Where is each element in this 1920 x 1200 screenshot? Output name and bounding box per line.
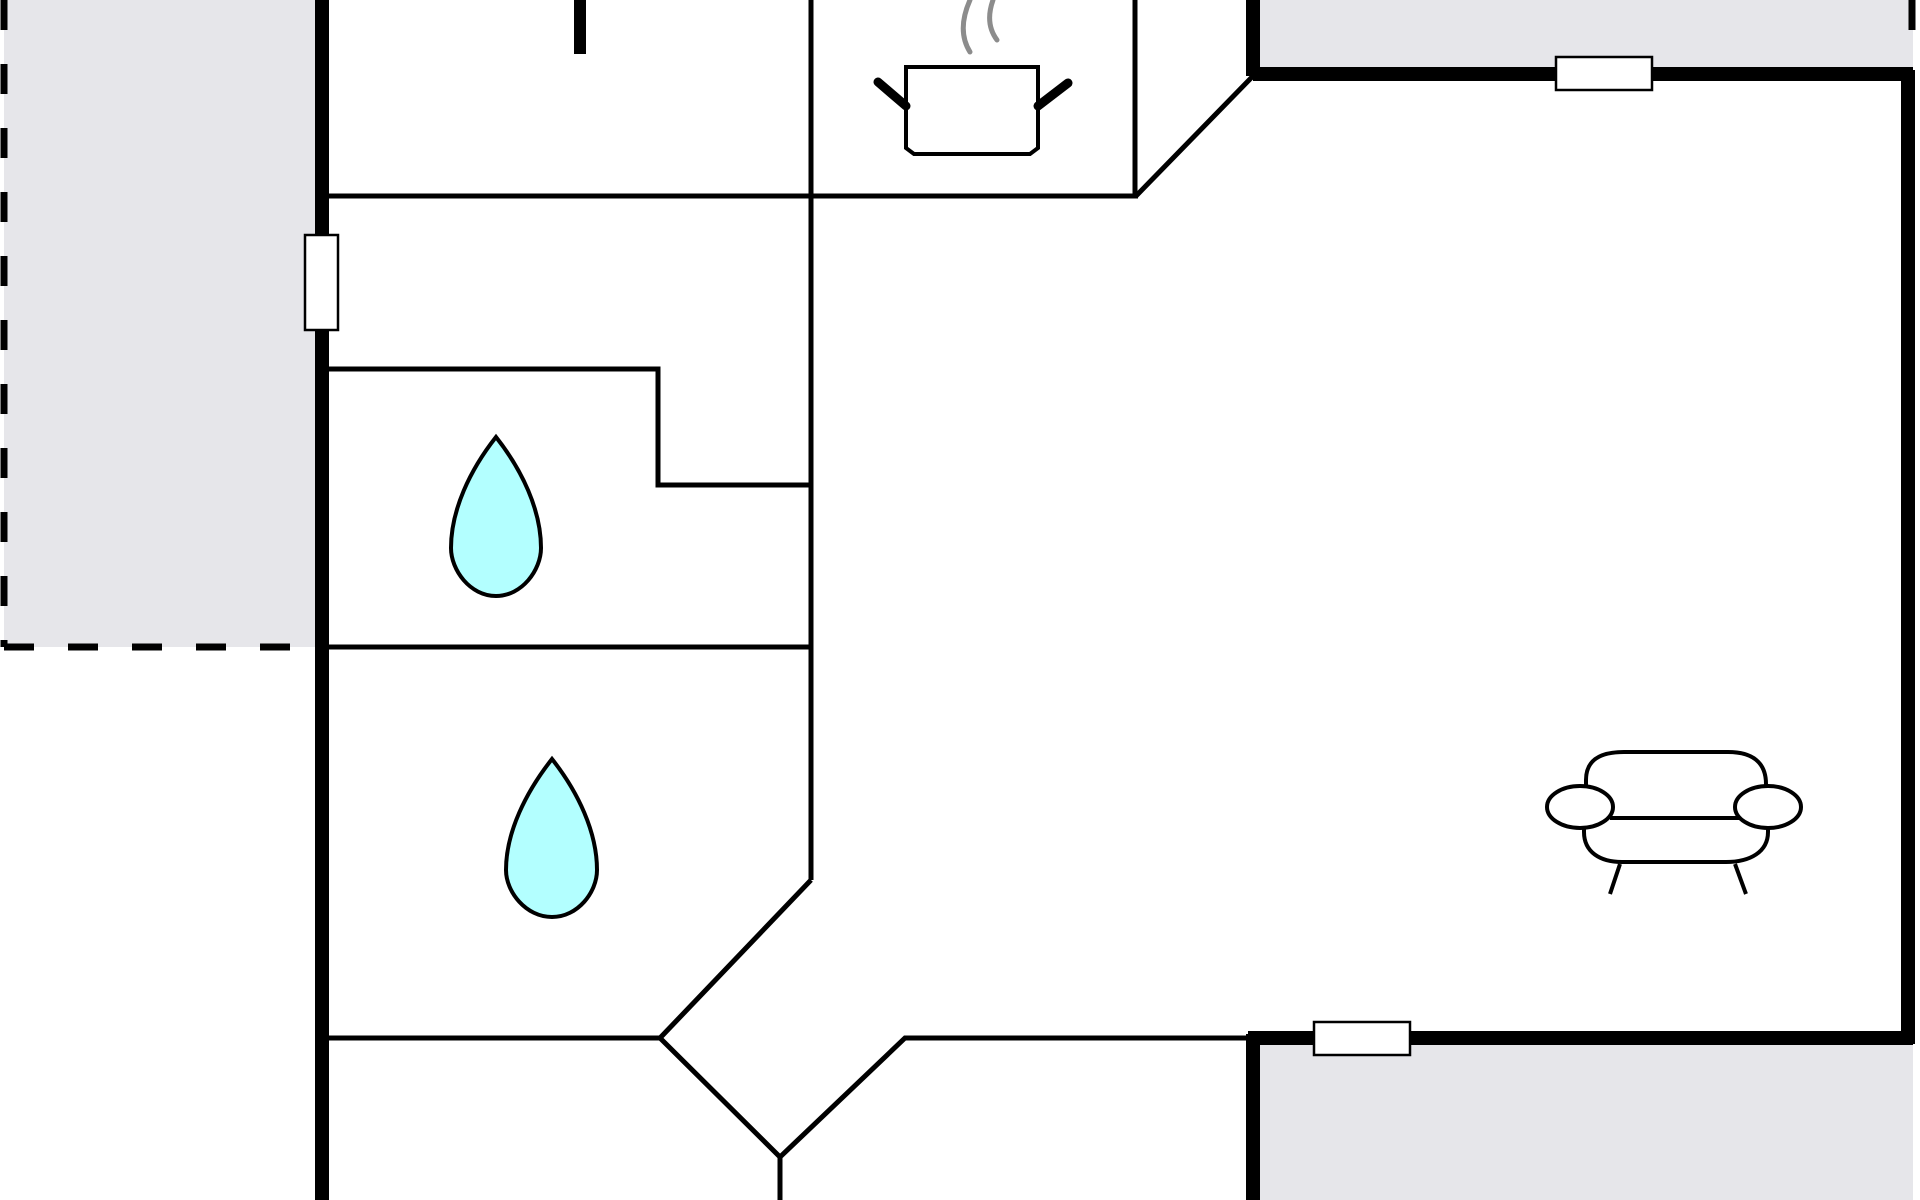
window-north — [1554, 55, 1654, 92]
interior-walls — [322, 0, 1255, 1200]
terrace-west-area — [4, 0, 321, 647]
interior — [660, 76, 1907, 1157]
window-south — [1312, 1020, 1412, 1057]
outdoor-areas — [4, 0, 1913, 1200]
living-room-floor — [660, 76, 1907, 1157]
water-drop-icon — [503, 755, 600, 920]
sofa-icon — [1545, 750, 1803, 895]
windows — [303, 55, 1654, 1057]
terrace-dashed-boundary — [0, 0, 1916, 651]
cooking-pot-icon — [873, 0, 1073, 156]
water-drop-icon — [448, 433, 544, 599]
terrace-south-east-area — [1253, 1038, 1913, 1200]
window-west — [303, 233, 340, 332]
